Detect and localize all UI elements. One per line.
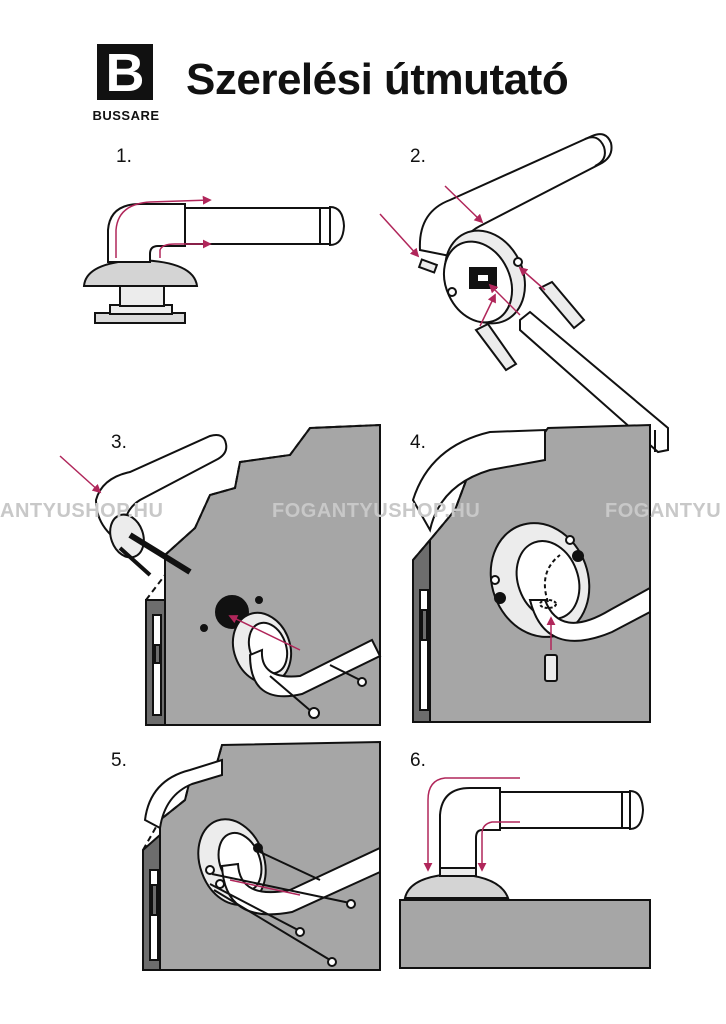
logo-letter: B	[105, 43, 145, 103]
step-2-label: 2.	[410, 146, 426, 167]
step-6-illustration	[399, 777, 651, 969]
step-1-illustration	[82, 195, 346, 324]
watermark-center: FOGANTYUSHOP.HU	[272, 500, 481, 522]
step-4-label: 4.	[410, 432, 426, 453]
step-1-label: 1.	[116, 146, 132, 167]
step-4-illustration	[411, 423, 651, 723]
step-5-illustration	[142, 740, 381, 971]
watermark-right: FOGANTYU	[605, 500, 722, 522]
step-3-label: 3.	[111, 432, 127, 453]
step-2-illustration	[379, 133, 669, 454]
step-5-label: 5.	[111, 750, 127, 771]
watermark-left: ANTYUSHOP.HU	[0, 500, 164, 522]
step-6-label: 6.	[410, 750, 426, 771]
brand-name: BUSSARE	[92, 108, 160, 123]
brand-logo: B	[97, 44, 153, 100]
page-title: Szerelési útmutató	[186, 55, 569, 104]
step-3-illustration	[59, 423, 382, 726]
